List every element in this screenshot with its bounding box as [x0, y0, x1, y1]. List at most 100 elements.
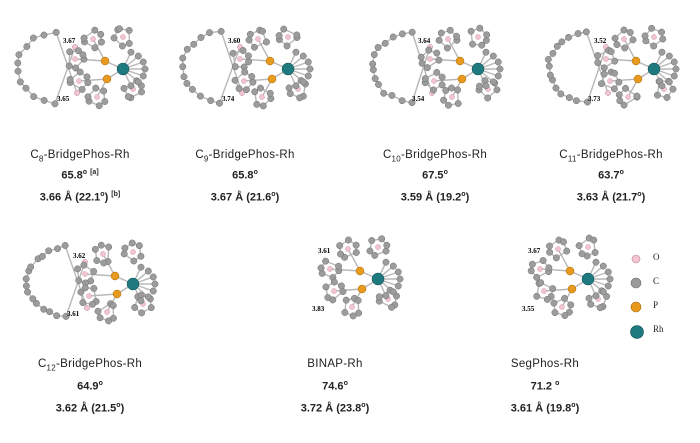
oxygen-atom	[74, 90, 80, 96]
carbon-atom	[22, 275, 30, 283]
carbon-atom	[38, 252, 46, 260]
carbon-atom	[354, 296, 362, 304]
carbon-atom	[611, 34, 619, 42]
phosphorus-atom	[457, 74, 467, 84]
complex-name: C9-BridgePhos-Rh	[195, 149, 295, 164]
carbon-atom	[135, 242, 143, 250]
distance-label: 3.52	[594, 37, 607, 45]
carbon-atom	[14, 67, 22, 75]
carbon-atom	[96, 314, 104, 322]
carbon-atom	[95, 102, 103, 110]
ring-centroid	[94, 94, 100, 100]
carbon-atom	[188, 85, 196, 93]
carbon-atom	[52, 28, 60, 36]
carbon-atom	[610, 85, 618, 93]
carbon-atom	[286, 90, 294, 98]
carbon-atom	[293, 31, 301, 39]
distance-label: 3.60	[228, 37, 241, 45]
carbon-atom	[621, 44, 629, 52]
phosphorus-atom	[267, 74, 277, 84]
carbon-atom	[40, 31, 48, 39]
carbon-atom	[259, 27, 266, 35]
carbon-atom	[585, 294, 593, 302]
rhodium-atom-icon	[630, 325, 644, 339]
bite-angle: 65.8o	[232, 169, 258, 182]
carbon-atom	[489, 78, 497, 86]
carbon-atom	[561, 312, 569, 319]
carbon-atom	[53, 312, 61, 320]
legend-item-oxygen: O	[627, 248, 687, 272]
carbon-atom	[76, 68, 84, 76]
carbon-atom	[190, 40, 198, 48]
carbon-atom	[74, 47, 82, 55]
ring-centroid	[331, 288, 337, 294]
carbon-atom	[149, 287, 157, 295]
carbon-atom	[423, 64, 431, 72]
carbon-atom	[306, 65, 314, 73]
carbon-atom	[611, 69, 619, 77]
carbon-atom	[75, 277, 83, 284]
carbon-atom	[337, 250, 344, 258]
carbon-atom	[91, 26, 99, 34]
carbon-atom	[429, 86, 437, 94]
ring-centroid	[259, 94, 265, 100]
carbon-atom	[29, 295, 37, 303]
ring-centroid	[90, 36, 96, 42]
carbon-atom	[437, 29, 445, 37]
carbon-atom	[245, 36, 253, 44]
carbon-atom	[565, 94, 573, 102]
carbon-atom	[292, 82, 300, 90]
carbon-atom	[322, 257, 330, 265]
distance-label: 3.65	[57, 95, 70, 103]
phosphorus-atom	[455, 56, 465, 66]
ring-centroid	[82, 271, 88, 277]
carbon-atom	[567, 301, 575, 309]
carbon-atom	[435, 56, 443, 64]
phosphorus-atom	[357, 284, 367, 294]
molecule-structure: 3.523.73	[544, 24, 680, 109]
carbon-atom	[81, 284, 89, 292]
carbon-atom	[72, 64, 80, 72]
legend-item-carbon: C	[627, 272, 687, 296]
carbon-atom	[127, 48, 135, 56]
carbon-atom	[74, 265, 82, 273]
carbon-atom	[299, 78, 307, 86]
carbon-atom	[78, 86, 86, 93]
carbon-atom	[388, 303, 396, 311]
carbon-atom	[476, 82, 483, 90]
carbon-atom	[22, 84, 30, 92]
ring-centroid	[237, 56, 243, 62]
carbon-atom	[149, 273, 157, 281]
carbon-atom	[369, 60, 377, 68]
carbon-atom	[592, 258, 600, 266]
distance-value: 3.63 Å (21.7o)	[576, 191, 646, 204]
carbon-atom	[374, 44, 382, 51]
complex-name: C8-BridgePhos-Rh	[30, 149, 130, 164]
carbon-atom	[27, 263, 35, 271]
carbon-atom	[496, 65, 504, 73]
carbon-atom	[137, 297, 145, 305]
carbon-atom	[368, 237, 376, 244]
distance-label: 3.74	[222, 95, 235, 103]
molecule-structure: 3.613.83	[312, 235, 404, 320]
carbon-atom	[304, 58, 312, 66]
carbon-atom	[433, 49, 441, 57]
carbon-atom	[139, 58, 147, 66]
legend-label: P	[653, 300, 659, 310]
carbon-atom	[545, 264, 553, 272]
molecule-structure: 3.673.55	[522, 234, 614, 319]
carbon-atom	[151, 280, 159, 288]
ring-centroid	[375, 244, 381, 250]
carbon-atom	[183, 45, 191, 53]
carbon-atom	[557, 90, 565, 98]
carbon-atom	[606, 275, 614, 283]
carbon-atom	[183, 79, 191, 87]
carbon-atom	[454, 86, 462, 94]
carbon-atom	[100, 259, 108, 267]
carbon-atom	[121, 244, 129, 252]
carbon-atom	[124, 93, 132, 101]
carbon-atom	[22, 282, 30, 290]
carbon-atom	[24, 288, 32, 296]
carbon-atom	[398, 30, 406, 38]
